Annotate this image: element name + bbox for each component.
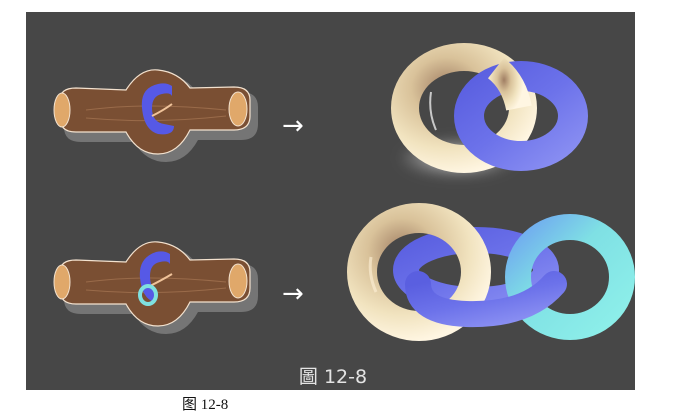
carved-ring-cyan	[138, 284, 158, 306]
illustration: → →	[53, 43, 635, 341]
cream-ring-top	[391, 43, 537, 173]
page-caption: 图 12-8	[182, 397, 229, 413]
log-with-rings-bottom	[53, 241, 258, 334]
figure-panel: → → 圖 12-8	[26, 12, 635, 390]
log-end-left	[53, 264, 71, 300]
arrow-top: →	[282, 111, 304, 141]
blue-ring-top	[454, 61, 588, 171]
carved-ring-blue	[139, 251, 170, 302]
interlocked-rings-top	[391, 43, 588, 178]
panel-caption: 圖 12-8	[298, 366, 368, 388]
cream-ring-bottom	[347, 203, 491, 341]
cyan-ring	[505, 214, 635, 340]
arrow-bottom: →	[282, 279, 304, 309]
log-body	[59, 69, 251, 155]
ring-chain-bottom	[347, 203, 635, 341]
carved-ring	[141, 83, 174, 135]
log-end-right	[228, 263, 248, 299]
blue-ring-front	[405, 271, 567, 328]
log-end-right	[228, 91, 248, 127]
log-end-left	[53, 92, 71, 128]
log-with-ring-top	[53, 69, 258, 162]
